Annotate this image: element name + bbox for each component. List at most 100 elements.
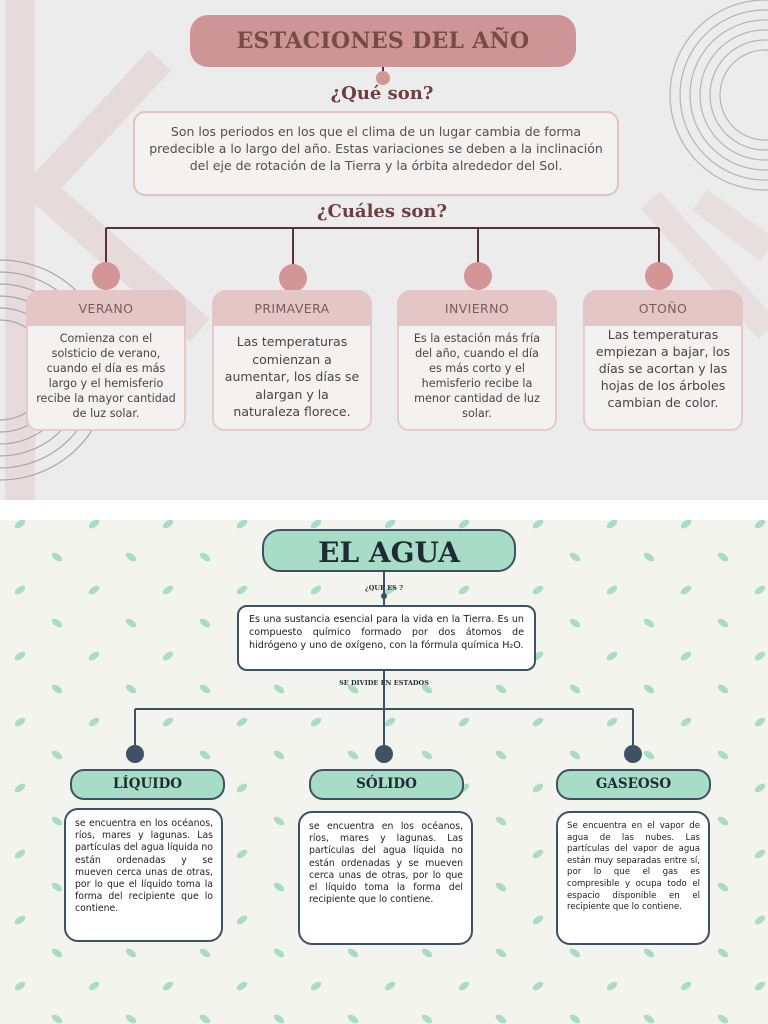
leaf-icon (421, 684, 433, 694)
connector-node (279, 264, 307, 292)
leaf-icon (421, 750, 433, 760)
leaf-icon (347, 948, 359, 958)
leaf-icon (458, 520, 470, 529)
leaf-icon (236, 717, 248, 727)
leaf-icon (88, 717, 100, 727)
leaf-icon (273, 750, 285, 760)
leaf-icon (606, 585, 618, 595)
leaf-icon (495, 750, 507, 760)
leaf-icon (717, 1014, 729, 1024)
leaf-icon (532, 520, 544, 529)
connector-node (92, 262, 120, 290)
water-description: Es una sustancia esencial para la vida e… (237, 605, 536, 671)
connector-node (645, 262, 673, 290)
seasons-question-which: ¿Cuáles son? (316, 201, 448, 222)
leaf-icon (310, 981, 322, 991)
leaf-icon (384, 585, 396, 595)
leaf-icon (14, 717, 26, 727)
leaf-icon (125, 684, 137, 694)
leaf-icon (495, 684, 507, 694)
leaf-icon (643, 948, 655, 958)
leaf-icon (495, 948, 507, 958)
leaf-icon (199, 684, 211, 694)
connector-node (375, 745, 393, 763)
leaf-icon (310, 520, 322, 529)
season-description: Es la estación más fría del año, cuando … (397, 326, 557, 431)
leaf-icon (643, 618, 655, 628)
leaf-icon (273, 948, 285, 958)
leaf-icon (680, 981, 692, 991)
leaf-icon (162, 651, 174, 661)
leaf-icon (199, 618, 211, 628)
state-description-liquido: se encuentra en los océanos, ríos, mares… (64, 808, 223, 942)
season-description: Las temperaturas empiezan a bajar, los d… (583, 326, 743, 431)
leaf-icon (14, 849, 26, 859)
leaf-icon (88, 520, 100, 529)
leaf-icon (532, 783, 544, 793)
leaf-icon (458, 981, 470, 991)
water-title: EL AGUA (262, 529, 516, 572)
leaf-icon (88, 651, 100, 661)
water-question-what: ¿QUE ES ? (364, 584, 404, 592)
leaf-icon (569, 1014, 581, 1024)
leaf-icon (347, 1014, 359, 1024)
leaf-icon (569, 948, 581, 958)
leaf-icon (273, 684, 285, 694)
leaf-icon (236, 520, 248, 529)
leaf-icon (643, 750, 655, 760)
leaf-icon (14, 783, 26, 793)
leaf-icon (51, 552, 63, 562)
leaf-icon (51, 750, 63, 760)
leaf-icon (754, 520, 766, 529)
leaf-icon (495, 1014, 507, 1024)
season-name: PRIMAVERA (212, 290, 372, 327)
leaf-icon (754, 849, 766, 859)
leaf-icon (51, 1014, 63, 1024)
leaf-icon (717, 816, 729, 826)
leaf-icon (125, 1014, 137, 1024)
leaf-icon (384, 981, 396, 991)
leaf-icon (532, 849, 544, 859)
leaf-icon (162, 717, 174, 727)
leaf-icon (680, 651, 692, 661)
leaf-icon (51, 618, 63, 628)
leaf-icon (88, 585, 100, 595)
leaf-icon (384, 717, 396, 727)
leaf-icon (717, 684, 729, 694)
leaf-icon (14, 520, 26, 529)
state-title-solido: SÓLIDO (309, 769, 464, 800)
leaf-icon (606, 717, 618, 727)
seasons-question-what: ¿Qué son? (330, 83, 434, 104)
leaf-icon (532, 717, 544, 727)
leaf-icon (51, 684, 63, 694)
leaf-icon (273, 882, 285, 892)
leaf-icon (569, 618, 581, 628)
leaf-icon (458, 585, 470, 595)
leaf-icon (125, 552, 137, 562)
leaf-icon (236, 981, 248, 991)
leaf-icon (717, 882, 729, 892)
leaf-icon (310, 585, 322, 595)
leaf-icon (532, 915, 544, 925)
water-infographic: EL AGUA ¿QUE ES ? Es una sustancia esenc… (0, 520, 768, 1024)
leaf-icon (754, 717, 766, 727)
connector-node (381, 593, 387, 599)
leaf-icon (125, 948, 137, 958)
leaf-icon (199, 948, 211, 958)
leaf-icon (421, 1014, 433, 1024)
leaf-icon (569, 684, 581, 694)
connector-node (464, 262, 492, 290)
leaf-icon (754, 783, 766, 793)
leaf-icon (680, 585, 692, 595)
leaf-icon (495, 816, 507, 826)
leaf-icon (14, 651, 26, 661)
state-title-liquido: LÍQUIDO (70, 769, 225, 800)
leaf-icon (199, 1014, 211, 1024)
leaf-icon (569, 552, 581, 562)
leaf-icon (347, 750, 359, 760)
leaf-icon (606, 651, 618, 661)
leaf-icon (162, 585, 174, 595)
leaf-icon (236, 915, 248, 925)
leaf-icon (606, 981, 618, 991)
leaf-icon (717, 948, 729, 958)
